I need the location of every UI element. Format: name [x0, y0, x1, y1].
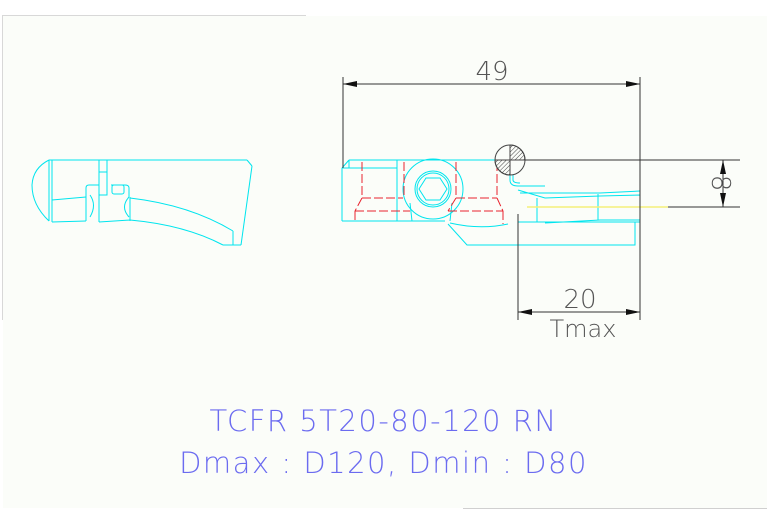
side-view — [31, 159, 253, 246]
part-number-label: TCFR 5T20-80-120 RN — [209, 404, 558, 438]
dimension-lines — [342, 77, 740, 320]
frame-border-top — [2, 15, 306, 16]
diameter-range-label: Dmax : D120, Dmin : D80 — [179, 446, 588, 480]
centroid-symbol — [494, 144, 526, 176]
dimension-tmax-label: Tmax — [550, 315, 617, 343]
frame-border-bottom — [463, 508, 767, 509]
dimension-tmax-value: 20 — [563, 285, 596, 315]
frame-border-left — [2, 15, 3, 320]
dimension-overall-width: 49 — [475, 57, 508, 87]
dimension-height: 8 — [705, 175, 735, 192]
